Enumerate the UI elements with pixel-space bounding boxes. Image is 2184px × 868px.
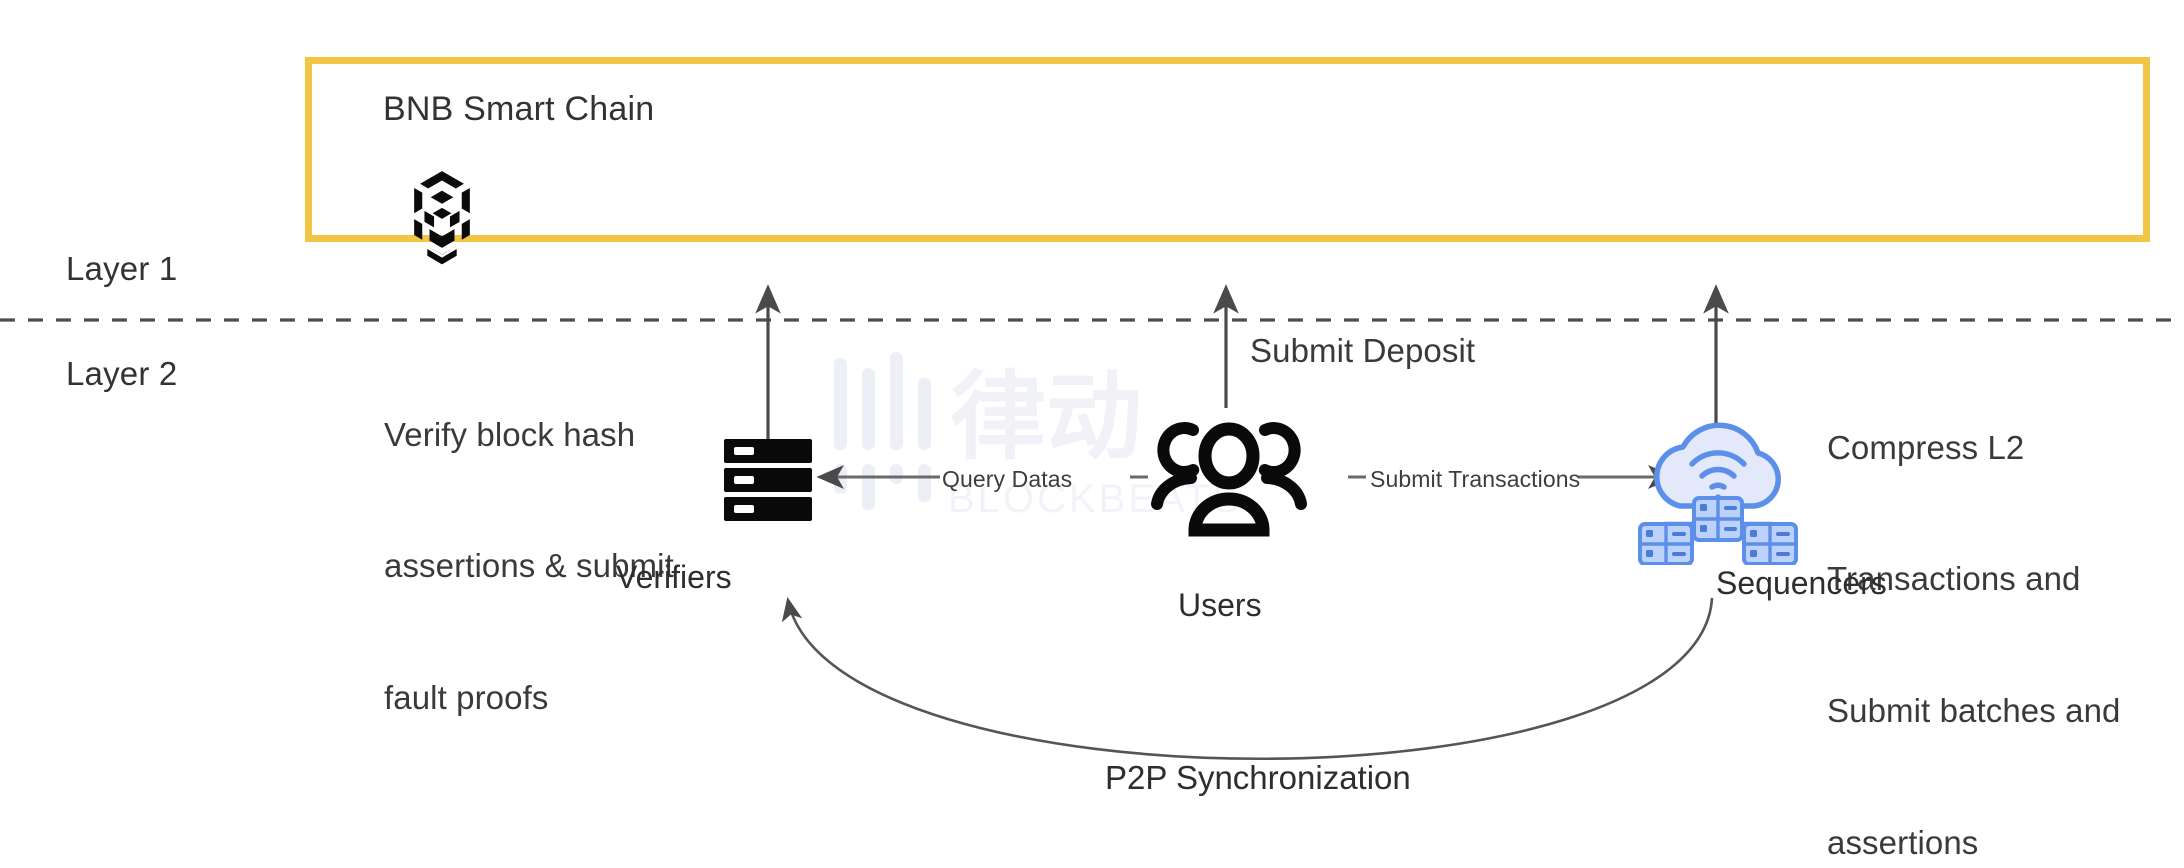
annotation-verify-line-3: fault proofs [384, 679, 549, 716]
annotation-compress-line-1: Compress L2 [1827, 428, 2025, 466]
users-group-icon [1145, 400, 1313, 543]
annotation-compress-line-2: Transactions and [1827, 560, 2081, 598]
edge-label-p2p-synchronization: P2P Synchronization [1105, 759, 1411, 796]
annotation-verify-line-2: assertions & submit [384, 547, 674, 585]
annotation-verify-note: Verify block hash assertions & submit fa… [384, 325, 714, 808]
edge-label-query-datas: Query Datas [942, 466, 1073, 492]
layer-label-1: Layer 1 [66, 250, 178, 287]
edge-label-submit-transactions: Submit Transactions [1370, 466, 1581, 492]
layer-label-2: Layer 2 [66, 355, 178, 392]
annotation-verify-line-1: Verify block hash [384, 415, 636, 453]
annotation-compress-line-4: assertions [1827, 823, 1979, 861]
bnb-logo-icon [388, 166, 496, 279]
edge-p2p-arc [781, 596, 1714, 760]
annotation-compress-line-3: Submit batches and [1827, 692, 2121, 729]
l1-box-title: BNB Smart Chain [383, 90, 655, 128]
node-label-verifiers: Verifiers [616, 559, 732, 595]
layer1-container [305, 57, 2150, 242]
node-label-sequencers: Sequencers [1716, 565, 1887, 601]
cloud-network-icon [1632, 420, 1802, 570]
annotation-compress-note: Compress L2 Transactions and Submit batc… [1827, 338, 2147, 868]
annotation-deposit-note: Submit Deposit [1250, 332, 1476, 369]
node-label-users: Users [1178, 587, 1262, 623]
server-stack-icon [720, 437, 816, 528]
